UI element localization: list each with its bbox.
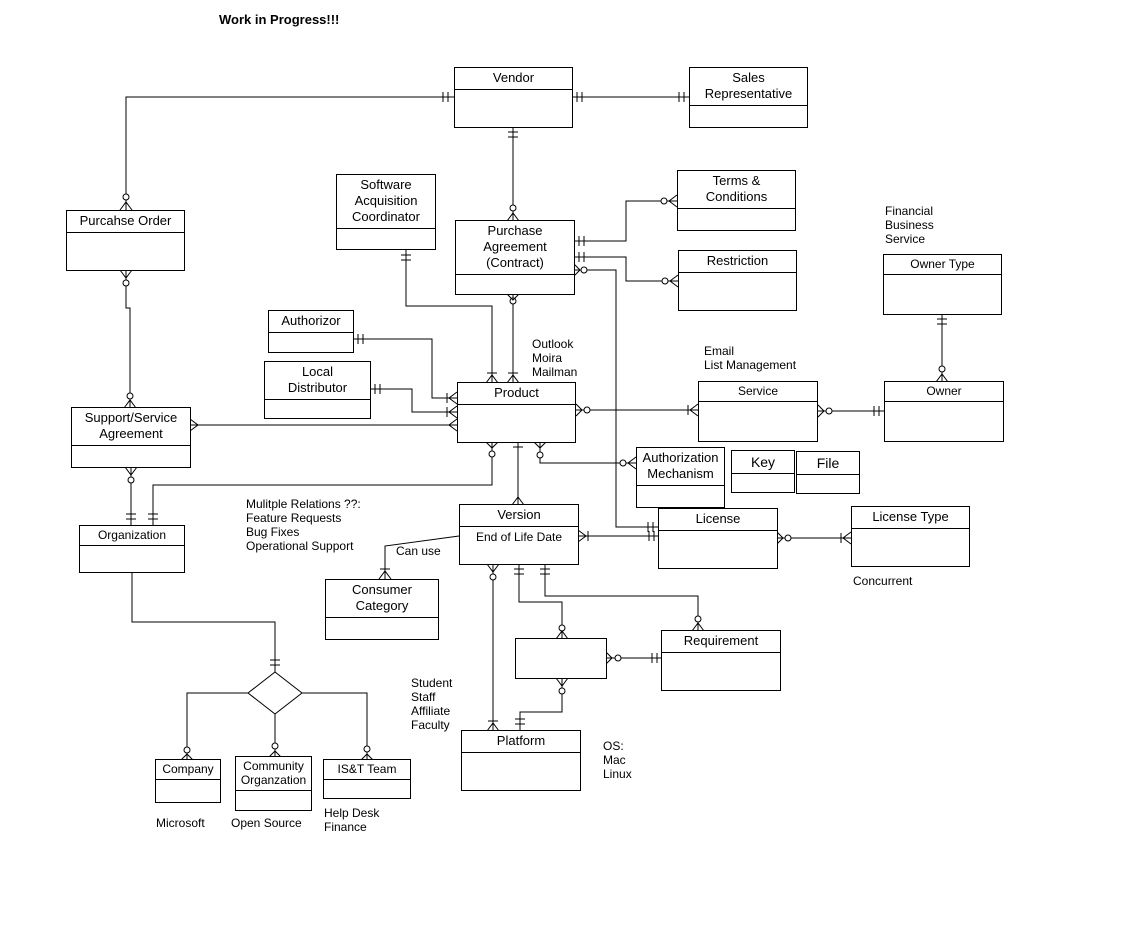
community-organization-label: Community Organzation [236, 757, 311, 791]
student-note: Student Staff Affiliate Faculty [411, 676, 453, 732]
purchase-order-entity[interactable]: Purcahse Order [66, 210, 185, 271]
sales-representative-entity[interactable]: Sales Representative [689, 67, 808, 128]
key-divider [732, 473, 794, 474]
requirement-entity[interactable]: Requirement [661, 630, 781, 691]
email-note: Email List Management [704, 344, 797, 372]
file-divider [797, 474, 859, 475]
ist-team-entity[interactable]: IS&T Team [323, 759, 411, 799]
platform-entity[interactable]: Platform [461, 730, 581, 791]
help-desk-note: Help Desk Finance [324, 806, 380, 834]
ist-team-label: IS&T Team [324, 760, 410, 780]
consumer-category-entity[interactable]: Consumer Category [325, 579, 439, 640]
authorizor-entity[interactable]: Authorizor [268, 310, 354, 353]
authorization-mechanism-entity[interactable]: Authorization Mechanism [636, 447, 725, 508]
vendor-entity[interactable]: Vendor [454, 67, 573, 128]
company-entity[interactable]: Company [155, 759, 221, 803]
can-use-label: Can use [396, 544, 441, 558]
company-label: Company [156, 760, 220, 780]
license-type-entity[interactable]: License Type [851, 506, 970, 567]
owner-entity[interactable]: Owner [884, 381, 1004, 442]
restriction-label: Restriction [679, 251, 796, 273]
product-entity[interactable]: Product [457, 382, 576, 443]
purchase-agreement-entity[interactable]: Purchase Agreement (Contract) [455, 220, 575, 295]
concurrent-note: Concurrent [853, 574, 913, 588]
authorization-mechanism-label: Authorization Mechanism [637, 448, 724, 486]
local-distributor-label: Local Distributor [265, 362, 370, 400]
purchase-agreement-label: Purchase Agreement (Contract) [456, 221, 574, 275]
os-note: OS: Mac Linux [603, 739, 632, 781]
license-type-label: License Type [852, 507, 969, 529]
key-entity[interactable]: Key [731, 450, 795, 493]
open-source-note: Open Source [231, 816, 302, 830]
outlook-note: Outlook Moira Mailman [532, 337, 578, 379]
authorizor-label: Authorizor [269, 311, 353, 333]
software-acquisition-coordinator-entity[interactable]: Software Acquisition Coordinator [336, 174, 436, 250]
local-distributor-entity[interactable]: Local Distributor [264, 361, 371, 419]
microsoft-note: Microsoft [156, 816, 205, 830]
consumer-category-label: Consumer Category [326, 580, 438, 618]
vendor-label: Vendor [455, 68, 572, 90]
support-service-agreement-entity[interactable]: Support/Service Agreement [71, 407, 191, 468]
end-of-life-date-attribute: End of Life Date [475, 530, 563, 544]
financial-note: Financial Business Service [885, 204, 934, 246]
license-entity[interactable]: License [658, 508, 778, 569]
file-label: File [816, 455, 840, 471]
requirement-label: Requirement [662, 631, 780, 653]
version-label: Version [460, 505, 578, 527]
organization-label: Organization [80, 526, 184, 546]
multiple-relations-note: Mulitple Relations ??: Feature Requests … [246, 497, 361, 553]
organization-entity[interactable]: Organization [79, 525, 185, 573]
owner-type-label: Owner Type [884, 255, 1001, 275]
file-entity[interactable]: File [796, 451, 860, 494]
owner-type-entity[interactable]: Owner Type [883, 254, 1002, 315]
diagram-title: Work in Progress!!! [219, 12, 340, 27]
version-platform-junction[interactable] [515, 638, 607, 679]
version-entity[interactable]: Version End of Life Date [459, 504, 579, 565]
support-service-agreement-label: Support/Service Agreement [72, 408, 190, 446]
owner-label: Owner [885, 382, 1003, 402]
terms-conditions-label: Terms & Conditions [678, 171, 795, 209]
service-entity[interactable]: Service [698, 381, 818, 442]
key-label: Key [750, 454, 776, 470]
license-label: License [659, 509, 777, 531]
purchase-order-label: Purcahse Order [67, 211, 184, 233]
terms-conditions-entity[interactable]: Terms & Conditions [677, 170, 796, 231]
sales-representative-label: Sales Representative [690, 68, 807, 106]
software-acquisition-coordinator-label: Software Acquisition Coordinator [337, 175, 435, 229]
restriction-entity[interactable]: Restriction [678, 250, 797, 311]
community-organization-entity[interactable]: Community Organzation [235, 756, 312, 811]
platform-label: Platform [462, 731, 580, 753]
product-label: Product [458, 383, 575, 405]
service-label: Service [699, 382, 817, 402]
